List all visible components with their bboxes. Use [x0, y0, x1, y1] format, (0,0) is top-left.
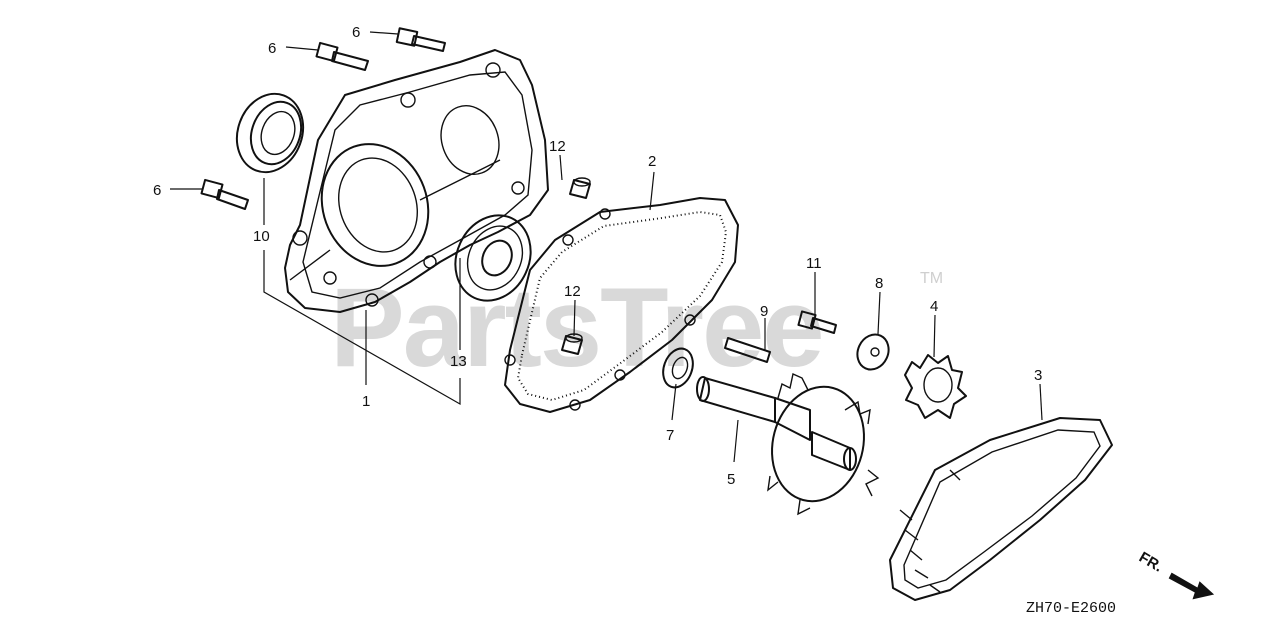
- callout-8: 8: [875, 275, 883, 292]
- callout-13: 13: [450, 353, 467, 370]
- key[interactable]: [724, 337, 771, 363]
- thrust-washer[interactable]: [658, 344, 698, 391]
- callout-5: 5: [727, 471, 735, 488]
- front-label: FR.: [1136, 549, 1165, 576]
- watermark-tm: TM: [920, 270, 943, 287]
- driven-shaft-sprocket[interactable]: [696, 373, 880, 516]
- callout-6-top: 6: [352, 24, 360, 41]
- case-cover[interactable]: [284, 49, 549, 313]
- leader-lines: [170, 31, 1043, 463]
- callout-4: 4: [930, 298, 938, 315]
- front-direction-marker: FR.: [1136, 549, 1215, 600]
- callout-labels: 6 6 6 10 1 13 12 12 2 7 5 9 11 8 4 3: [153, 24, 1042, 488]
- flange-bolt-3[interactable]: [200, 178, 249, 210]
- flange-bolt-2[interactable]: [315, 41, 369, 71]
- callout-6-mid: 6: [268, 40, 276, 57]
- callout-2: 2: [648, 153, 656, 170]
- drive-chain[interactable]: [889, 417, 1113, 601]
- flange-bolt-1[interactable]: [395, 27, 446, 52]
- gasket[interactable]: [504, 197, 739, 413]
- callout-6-left: 6: [153, 182, 161, 199]
- watermark: PartsTree TM: [330, 265, 943, 390]
- front-arrow-icon: [1168, 572, 1215, 600]
- flange-bolt-small[interactable]: [797, 310, 837, 334]
- callout-7: 7: [666, 427, 674, 444]
- watermark-text: PartsTree: [330, 265, 823, 390]
- callout-10: 10: [253, 228, 270, 245]
- callout-11: 11: [806, 255, 822, 272]
- drive-sprocket[interactable]: [904, 354, 967, 419]
- dowel-pin-1[interactable]: [569, 177, 591, 199]
- callout-12-top: 12: [549, 138, 566, 155]
- plain-washer[interactable]: [852, 329, 894, 374]
- callout-1: 1: [362, 393, 370, 410]
- callout-3: 3: [1034, 367, 1042, 384]
- oil-seal[interactable]: [226, 84, 314, 181]
- callout-12-bottom: 12: [564, 283, 581, 300]
- diagram-code: ZH70-E2600: [1026, 600, 1116, 617]
- callout-9: 9: [760, 303, 768, 320]
- ball-bearing[interactable]: [442, 203, 544, 313]
